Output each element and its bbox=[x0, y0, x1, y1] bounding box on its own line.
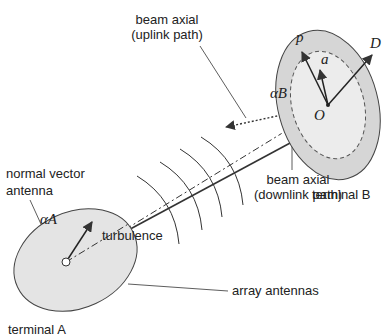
annotation-label: beam axial (uplink path) bbox=[125, 12, 209, 42]
annotation-label: normal vector bbox=[6, 166, 85, 181]
annotation-label: a bbox=[321, 52, 329, 67]
beam-axis bbox=[125, 133, 282, 229]
terminal-outline bbox=[8, 205, 143, 315]
annotation-label: p bbox=[296, 30, 304, 45]
terminal-label: terminal A bbox=[8, 322, 66, 336]
annotation-label: beam axial (downlink path) bbox=[250, 172, 346, 202]
annotation-label: αB bbox=[270, 86, 287, 101]
annotation-label: array antennas bbox=[232, 283, 319, 298]
terminal-ellipse: terminal A bbox=[8, 205, 143, 315]
turbulence-waves bbox=[137, 137, 243, 244]
annotation-label: αA bbox=[40, 212, 57, 227]
annotation-label: O bbox=[314, 108, 325, 123]
annotation-label: turbulence bbox=[102, 228, 163, 243]
annotation-label: D bbox=[370, 36, 381, 51]
annotation-label: antenna bbox=[6, 183, 53, 198]
